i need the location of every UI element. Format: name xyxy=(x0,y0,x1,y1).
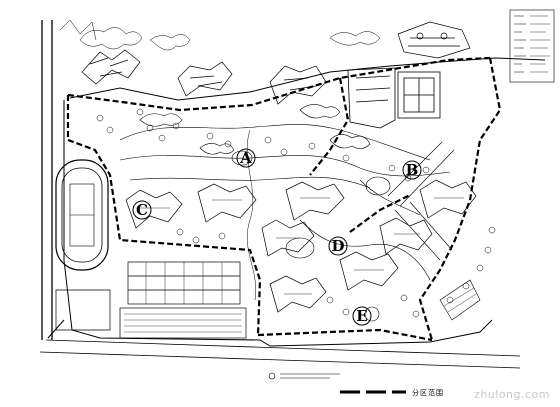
tennis-court xyxy=(347,67,441,129)
zone-label-a: A xyxy=(239,149,252,167)
zone-label-e: E xyxy=(356,307,367,325)
zone-marker-c xyxy=(132,200,152,220)
north-buildings xyxy=(81,21,471,105)
zone-boundary-dashed xyxy=(66,56,502,342)
zone-markers xyxy=(132,148,422,326)
north-vegetation xyxy=(59,19,381,51)
east-road xyxy=(387,141,481,321)
zone-marker-e xyxy=(352,306,372,326)
trees xyxy=(96,108,496,318)
zone-label-d: D xyxy=(331,237,344,255)
zone-label-b: B xyxy=(406,161,419,179)
zone-marker-b xyxy=(402,160,422,180)
zone-marker-a xyxy=(236,148,256,168)
residential-towers xyxy=(125,179,477,313)
drawing-title: 分区范围 xyxy=(412,390,444,397)
zone-label-c: C xyxy=(136,201,148,219)
scale-bar xyxy=(268,372,406,394)
sports-courts xyxy=(119,261,247,339)
athletic-track xyxy=(55,159,111,331)
watermark: zhulong.com xyxy=(474,388,550,401)
garden-paths xyxy=(119,104,451,322)
zone-marker-d xyxy=(328,236,348,256)
legend-block xyxy=(509,9,555,83)
